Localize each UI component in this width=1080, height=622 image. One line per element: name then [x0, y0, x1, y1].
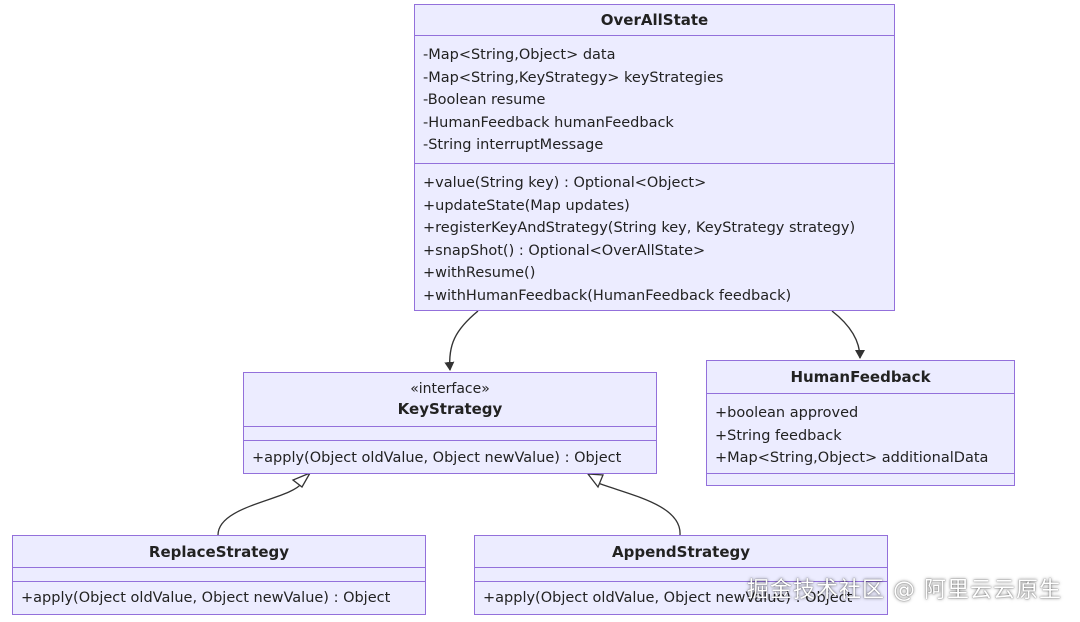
realization-arrowhead-right [586, 473, 604, 489]
attributes-compartment: -Map<String,Object> data -Map<String,Key… [415, 36, 894, 164]
class-replacestrategy: ReplaceStrategy +apply(Object oldValue, … [12, 535, 426, 615]
class-name-row: ReplaceStrategy [13, 536, 425, 568]
class-name: KeyStrategy [397, 400, 503, 418]
realization-appendstrategy-keystrategy [597, 482, 681, 536]
attribute: +String feedback [715, 427, 842, 444]
method: +withResume() [423, 265, 536, 282]
realization-arrowhead-left [291, 471, 312, 488]
methods-compartment [707, 474, 1014, 482]
methods-compartment: +apply(Object oldValue, Object newValue)… [475, 582, 887, 610]
class-appendstrategy: AppendStrategy +apply(Object oldValue, O… [474, 535, 888, 615]
attributes-compartment: +boolean approved +String feedback +Map<… [707, 394, 1014, 474]
method: +apply(Object oldValue, Object newValue)… [252, 450, 622, 466]
realization-replacestrategy-keystrategy [217, 482, 303, 536]
class-name-row: HumanFeedback [707, 361, 1014, 394]
methods-compartment: +value(String key) : Optional<Object> +u… [415, 164, 894, 308]
attribute: -HumanFeedback humanFeedback [423, 114, 674, 131]
association-overallstate-humanfeedback [831, 310, 865, 359]
stereotype-label: «interface» [410, 381, 490, 397]
class-name-row: «interface» KeyStrategy [244, 373, 656, 427]
watermark: 掘金技术社区 @ 阿里云云原生 [747, 578, 1062, 603]
class-name-row: OverAllState [415, 5, 894, 36]
methods-compartment: +apply(Object oldValue, Object newValue)… [13, 582, 425, 610]
class-name: OverAllState [600, 11, 709, 29]
class-overallstate: OverAllState -Map<String,Object> data -M… [414, 4, 895, 311]
method: +value(String key) : Optional<Object> [423, 175, 707, 191]
attribute: -String interruptMessage [423, 137, 604, 154]
association-overallstate-keystrategy [444, 310, 479, 371]
attribute: -Boolean resume [423, 92, 546, 109]
class-humanfeedback: HumanFeedback +boolean approved +String … [706, 360, 1015, 486]
method: +updateState(Map updates) [423, 197, 630, 214]
methods-compartment: +apply(Object oldValue, Object newValue)… [244, 441, 656, 470]
attribute: -Map<String,Object> data [423, 47, 616, 63]
attribute: +boolean approved [715, 405, 859, 421]
attribute: +Map<String,Object> additionalData [715, 450, 989, 467]
attribute: -Map<String,KeyStrategy> keyStrategies [423, 69, 724, 86]
attributes-compartment [13, 568, 425, 582]
method: +withHumanFeedback(HumanFeedback feedbac… [423, 287, 792, 304]
class-name: HumanFeedback [790, 368, 931, 386]
attributes-compartment [244, 427, 656, 441]
method: +registerKeyAndStrategy(String key, KeyS… [423, 220, 856, 237]
class-name: ReplaceStrategy [148, 542, 290, 561]
attributes-compartment [475, 568, 887, 582]
method: +snapShot() : Optional<OverAllState> [423, 242, 706, 259]
method: +apply(Object oldValue, Object newValue)… [21, 590, 391, 606]
class-name-row: AppendStrategy [475, 536, 887, 568]
method: +apply(Object oldValue, Object newValue)… [483, 590, 853, 606]
class-keystrategy: «interface» KeyStrategy +apply(Object ol… [243, 372, 657, 474]
class-name: AppendStrategy [611, 542, 751, 561]
